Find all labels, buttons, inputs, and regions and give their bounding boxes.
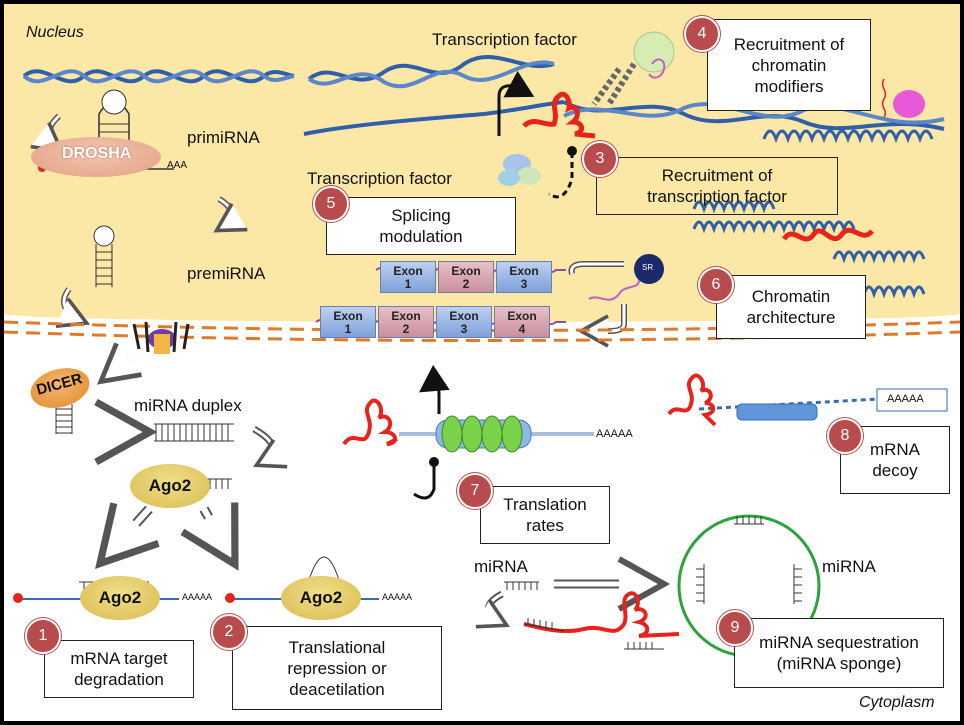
ribosomes-green [441,415,523,453]
diagram-frame: Nucleus Cytoplasm DROSHA AAA primiRNA pr… [4,4,960,721]
decoy-polya-box [876,388,948,412]
mechanism-number-9: 9 [717,610,753,646]
lncrna-translation [342,398,398,446]
mechanism-number-1: 1 [25,618,61,654]
tf-recruit-arrows [591,62,637,106]
lncrna-sponge-bottom [523,591,680,638]
mirna-label-sponge: miRNA [822,557,876,576]
polya-repression: AAAAA [382,592,413,602]
ago2-complex-center: Ago2 [130,464,210,508]
ago2-complex-degradation: Ago2 [80,576,160,620]
mechanism-number-4: 4 [684,16,720,52]
nucleus-label: Nucleus [26,24,84,41]
dna-helix-left [22,69,295,84]
premirna-label: premiRNA [187,264,266,283]
mechanism-number-8: 8 [827,418,863,454]
premirna-hairpin [93,225,115,287]
repression-arrow-nucleus [548,152,574,199]
ago2-label-center: Ago2 [148,476,192,495]
chromatin-coils [692,129,934,299]
sr-protein [634,254,664,284]
drosha-enzyme [31,137,161,177]
sr-label: SR [642,263,654,272]
mechanism-number-2: 2 [211,614,247,650]
mechanism-number-3: 3 [582,141,618,177]
mirna-duplex-label: miRNA duplex [134,396,242,415]
lncrna-chromatin [781,227,874,242]
mirna-label-left: miRNA [474,557,528,576]
lncrna-promoter [522,91,596,139]
polya-decoy: AAAAA [887,393,924,405]
translation-block-arrow [413,464,436,500]
lncrna-decoy [667,373,717,427]
mechanism-box-9: miRNA sequestration(miRNA sponge) [734,618,944,688]
mechanism-number-6: 6 [698,267,734,303]
transcription-factor-label-top: Transcription factor [432,30,577,49]
tss-arrow [497,70,535,136]
nuclear-pore [132,321,190,354]
primirna-label: primiRNA [187,128,260,147]
mirna-duplex-strand [154,423,234,442]
transcription-factor-blob-top [633,31,675,73]
polya-translation: AAAAA [596,428,633,440]
mechanism-number-7: 7 [457,473,493,509]
ago2-label-repression: Ago2 [299,588,343,607]
primirna-polya-label: AAA [167,160,188,171]
dicer-hairpin [55,404,73,434]
transcription-factor-label-mid: Transcription factor [307,169,452,188]
chromatin-modifier-blob [893,90,925,118]
ago2-label-degradation: Ago2 [98,588,142,607]
cytoplasm-label: Cytoplasm [859,694,935,711]
mechanism-number-5: 5 [313,186,349,222]
ago2-complex-repression: Ago2 [281,576,361,620]
sponge-bound-mirnas [696,516,802,604]
transcription-factor-blob-mid [498,154,541,186]
drosha-label: DROSHA [62,145,132,162]
decoy-cds [736,403,818,421]
dna-helix-top [303,54,945,136]
free-mirna [504,581,539,590]
translation-up-arrow [419,364,450,414]
polya-degradation: AAAAA [182,592,213,602]
